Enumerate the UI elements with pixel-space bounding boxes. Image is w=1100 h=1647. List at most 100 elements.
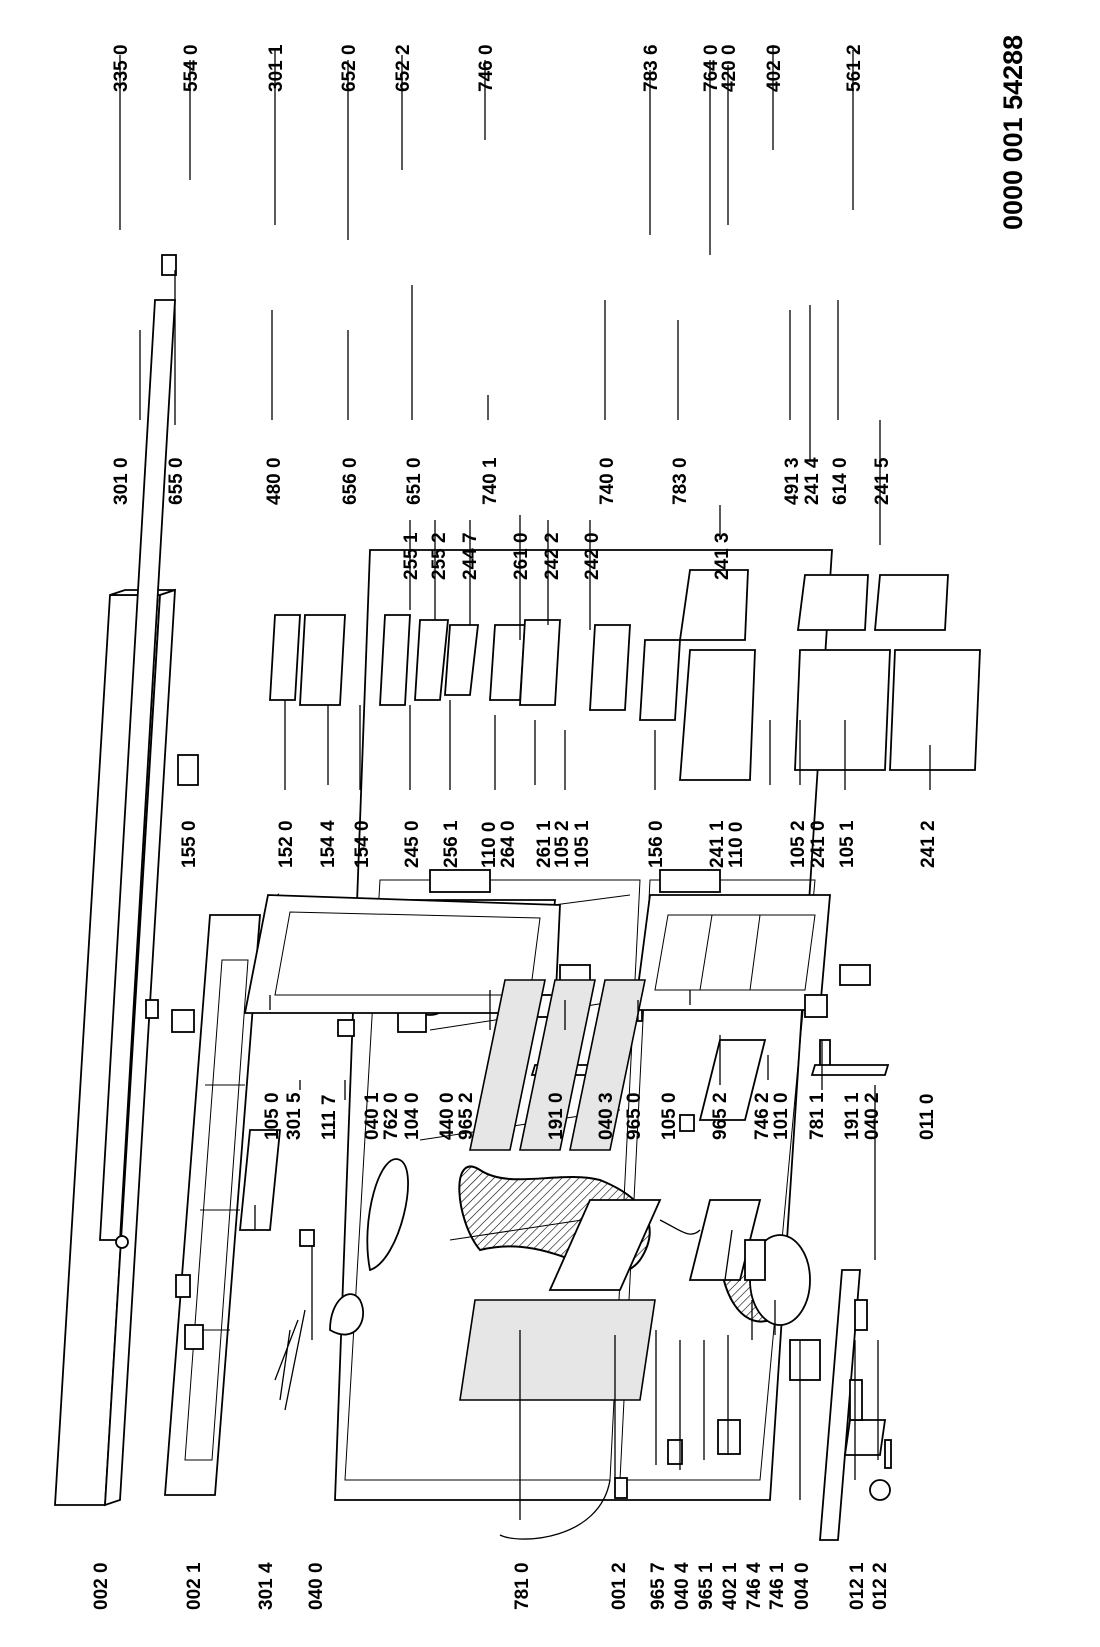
label-301-1: 301 1 (266, 44, 287, 92)
lamp-housing-drawing (366, 1158, 409, 1272)
label-402-0: 402 0 (764, 44, 785, 92)
upper-door-drawing (243, 869, 617, 1076)
wiring-harness-drawing (274, 1309, 306, 1411)
label-111-7: 111 7 (319, 1095, 340, 1140)
label-301-0: 301 0 (111, 457, 132, 505)
label-561-2: 561 2 (844, 44, 865, 92)
relay-drawing (789, 1339, 821, 1381)
label-965-0: 965 0 (624, 1092, 645, 1140)
label-012-1: 012 1 (847, 1562, 868, 1610)
label-965-2-b: 965 2 (710, 1092, 731, 1140)
label-105-0-a: 105 0 (262, 1092, 283, 1140)
label-110-0-a: 110 0 (479, 822, 500, 869)
label-740-1: 740 1 (480, 457, 501, 505)
label-764-0: 764 0 (701, 44, 722, 92)
lamp-cover-drawing (329, 1293, 365, 1336)
document-number: 0000 001 54288 (998, 35, 1028, 230)
label-965-2-a: 965 2 (456, 1092, 477, 1140)
label-105-0-b: 105 0 (659, 1092, 680, 1140)
label-105-2-b: 105 2 (788, 820, 809, 868)
label-241-0: 241 0 (808, 820, 829, 868)
label-554-0: 554 0 (181, 44, 202, 92)
label-040-4: 040 4 (672, 1562, 693, 1610)
label-651-0: 651 0 (404, 457, 425, 505)
label-655-0: 655 0 (166, 457, 187, 505)
label-335-0: 335 0 (111, 44, 132, 92)
leader-lines (119, 45, 931, 1520)
interior-parts-drawing (177, 569, 981, 1350)
capillary-tube-drawing (659, 1219, 701, 1235)
lower-door-drawing (633, 869, 890, 1076)
label-191-0: 191 0 (546, 1092, 567, 1140)
label-491-3: 491 3 (782, 457, 803, 505)
label-261-0: 261 0 (511, 532, 532, 580)
label-746-4: 746 4 (744, 1562, 765, 1610)
label-040-3: 040 3 (596, 1092, 617, 1140)
label-002-0: 002 0 (91, 1562, 112, 1610)
label-156-0: 156 0 (646, 820, 667, 868)
label-255-1: 255 1 (401, 532, 422, 580)
label-652-2: 652 2 (393, 44, 414, 92)
cover-plate-drawing (239, 1129, 281, 1231)
label-242-0: 242 0 (582, 532, 603, 580)
label-244-7: 244 7 (460, 532, 481, 580)
label-012-2: 012 2 (870, 1562, 891, 1610)
part-drawings (54, 254, 981, 1541)
bracket-drawing (849, 1379, 863, 1421)
label-154-4: 154 4 (318, 820, 339, 868)
label-783-6: 783 6 (641, 44, 662, 92)
label-191-1: 191 1 (842, 1092, 863, 1140)
evaporator-drawing (459, 979, 656, 1401)
part-labels: 301 0 655 0 480 0 656 0 651 0 740 1 740 … (91, 35, 1028, 1610)
label-241-4: 241 4 (802, 457, 823, 505)
label-480-0: 480 0 (264, 457, 285, 505)
label-105-1-a: 105 1 (572, 820, 593, 868)
label-746-1: 746 1 (767, 1562, 788, 1610)
label-105-1-b: 105 1 (837, 820, 858, 868)
label-261-1: 261 1 (534, 820, 555, 868)
label-245-0: 245 0 (402, 820, 423, 868)
label-154-0: 154 0 (352, 820, 373, 868)
label-101-0: 101 0 (771, 1092, 792, 1140)
label-301-5: 301 5 (284, 1092, 305, 1140)
small-fittings-drawing (299, 1004, 892, 1540)
label-152-0: 152 0 (276, 820, 297, 868)
label-241-3: 241 3 (712, 532, 733, 580)
label-241-1: 241 1 (707, 820, 728, 868)
label-746-0: 746 0 (476, 44, 497, 92)
label-783-0: 783 0 (670, 457, 691, 505)
label-301-4: 301 4 (256, 1562, 277, 1610)
label-011-0: 011 0 (917, 1094, 938, 1141)
label-256-1: 256 1 (441, 820, 462, 868)
label-746-2: 746 2 (752, 1092, 773, 1140)
label-656-0: 656 0 (340, 457, 361, 505)
label-402-1: 402 1 (720, 1562, 741, 1610)
label-652-0: 652 0 (339, 44, 360, 92)
label-004-0: 004 0 (792, 1562, 813, 1610)
label-105-2-a: 105 2 (552, 820, 573, 868)
label-241-2: 241 2 (918, 820, 939, 868)
label-241-5: 241 5 (872, 457, 893, 505)
filter-drier-drawing (724, 1229, 733, 1281)
label-040-0: 040 0 (306, 1562, 327, 1610)
label-040-2: 040 2 (862, 1092, 883, 1140)
label-781-1: 781 1 (807, 1092, 828, 1140)
label-762-0: 762 0 (381, 1092, 402, 1140)
label-781-0: 781 0 (512, 1562, 533, 1610)
label-040-1: 040 1 (362, 1092, 383, 1140)
label-965-1: 965 1 (696, 1562, 717, 1610)
label-420-0: 420 0 (719, 44, 740, 92)
label-002-1: 002 1 (184, 1562, 205, 1610)
label-440-0: 440 0 (437, 1092, 458, 1140)
compressor-drawing (744, 1234, 811, 1326)
label-255-2: 255 2 (429, 532, 450, 580)
label-614-0: 614 0 (830, 457, 851, 505)
label-264-0: 264 0 (498, 820, 519, 868)
label-965-7: 965 7 (648, 1562, 669, 1610)
label-740-0: 740 0 (597, 457, 618, 505)
label-242-2: 242 2 (542, 532, 563, 580)
label-155-0: 155 0 (179, 820, 200, 868)
label-001-2: 001 2 (609, 1562, 630, 1610)
label-104-0: 104 0 (402, 1092, 423, 1140)
